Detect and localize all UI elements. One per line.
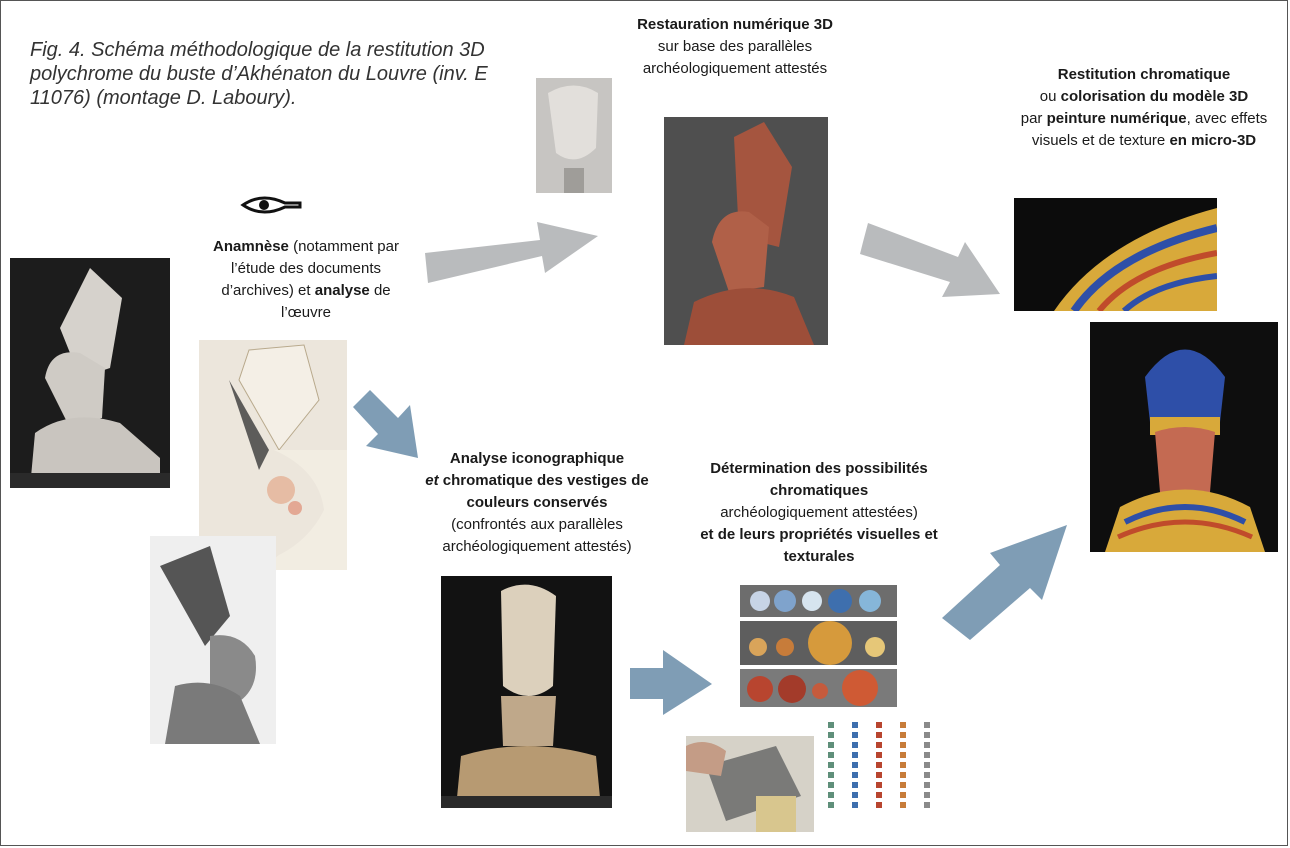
anamnese-bold-2: analyse — [314, 282, 370, 299]
photo-pigments-red — [740, 669, 897, 707]
color-swatch — [876, 802, 882, 808]
color-swatch — [900, 722, 906, 728]
photo-pigments-yellow — [740, 621, 897, 665]
color-swatch — [828, 722, 834, 728]
color-swatch — [852, 762, 858, 768]
color-swatch — [852, 782, 858, 788]
color-swatch — [852, 752, 858, 758]
color-swatch — [852, 772, 858, 778]
restitution-text-3: , avec effets visuels et de texture — [1031, 110, 1268, 149]
color-swatch — [876, 732, 882, 738]
color-swatch — [852, 792, 858, 798]
color-swatch — [876, 762, 882, 768]
photo-louvre-bust — [10, 258, 170, 488]
photo-black-white — [150, 536, 276, 744]
color-swatch — [900, 792, 906, 798]
color-swatch — [924, 782, 930, 788]
anamnese-text-1: (notamment par l’étude des documents d’a… — [221, 238, 399, 299]
color-swatch — [876, 792, 882, 798]
restitution-bold-2: colorisation du modèle 3D — [1060, 88, 1249, 105]
color-swatch — [852, 732, 858, 738]
color-swatch — [924, 762, 930, 768]
color-swatch — [924, 772, 930, 778]
color-swatch — [924, 732, 930, 738]
figure-caption: Fig. 4. Schéma méthodologique de la rest… — [30, 39, 488, 109]
photo-collar-detail — [1014, 198, 1217, 311]
photo-final-colored-bust — [1090, 322, 1278, 552]
color-swatch — [876, 752, 882, 758]
color-swatch — [828, 762, 834, 768]
step-restitution: Restitution chromatique ou colorisation … — [1018, 64, 1270, 152]
iconographique-bold-1: Analyse iconographique — [449, 450, 625, 467]
color-swatch — [900, 802, 906, 808]
color-swatch — [828, 802, 834, 808]
step-restauration: Restauration numérique 3D sur base des p… — [620, 14, 850, 80]
restitution-bold-4: en micro-3D — [1169, 132, 1257, 149]
color-swatch — [828, 742, 834, 748]
determination-bold-1: Détermination des possibilités chromatiq… — [710, 460, 928, 499]
color-swatch — [900, 772, 906, 778]
color-swatch — [876, 782, 882, 788]
color-swatch — [876, 742, 882, 748]
color-swatch — [900, 762, 906, 768]
photo-archive-drawing — [199, 340, 347, 570]
color-swatch — [900, 742, 906, 748]
color-swatch — [828, 752, 834, 758]
color-swatch — [828, 782, 834, 788]
photo-3d-model — [664, 117, 828, 345]
color-swatch — [900, 732, 906, 738]
step-anamnese: Anamnèse (notamment par l’étude des docu… — [196, 236, 416, 324]
photo-stone-head — [536, 78, 612, 193]
photo-pigments-blue — [740, 585, 897, 617]
step-iconographique: Analyse iconographique et chromatique de… — [412, 448, 662, 558]
color-swatch — [924, 722, 930, 728]
color-swatch — [924, 792, 930, 798]
determination-text: archéologiquement attestées) — [720, 504, 918, 521]
restauration-bold: Restauration numérique 3D — [637, 16, 833, 33]
color-swatch — [876, 722, 882, 728]
restitution-bold-1: Restitution chromatique — [1057, 66, 1231, 83]
restitution-bold-3: peinture numérique — [1046, 110, 1187, 127]
color-swatch — [828, 792, 834, 798]
color-swatch — [876, 772, 882, 778]
color-swatch — [900, 752, 906, 758]
color-swatch — [900, 782, 906, 788]
anamnese-bold: Anamnèse — [213, 238, 289, 255]
step-determination: Détermination des possibilités chromatiq… — [694, 458, 944, 568]
color-swatch — [828, 772, 834, 778]
color-swatch — [924, 802, 930, 808]
photo-spectrophotometer — [686, 736, 814, 832]
color-swatch — [852, 802, 858, 808]
photo-color-chart — [822, 714, 957, 820]
restitution-text-2: par — [1020, 110, 1047, 127]
color-swatch — [852, 722, 858, 728]
restitution-text-1: ou — [1039, 88, 1061, 105]
determination-bold-2: et de leurs propriétés visuelles et text… — [700, 526, 938, 565]
iconographique-bold-2: chromatique des vestiges de couleurs con… — [438, 472, 649, 511]
iconographique-text: (confrontés aux parallèles archéologique… — [442, 516, 632, 555]
restauration-text: sur base des parallèles archéologiquemen… — [642, 38, 828, 77]
color-swatch — [924, 752, 930, 758]
anamnese-text-2: de l’œuvre — [280, 282, 391, 321]
photo-museum-remains — [441, 576, 612, 808]
color-swatch — [828, 732, 834, 738]
color-swatch — [852, 742, 858, 748]
color-swatch — [924, 742, 930, 748]
iconographique-italic: et — [425, 472, 439, 489]
